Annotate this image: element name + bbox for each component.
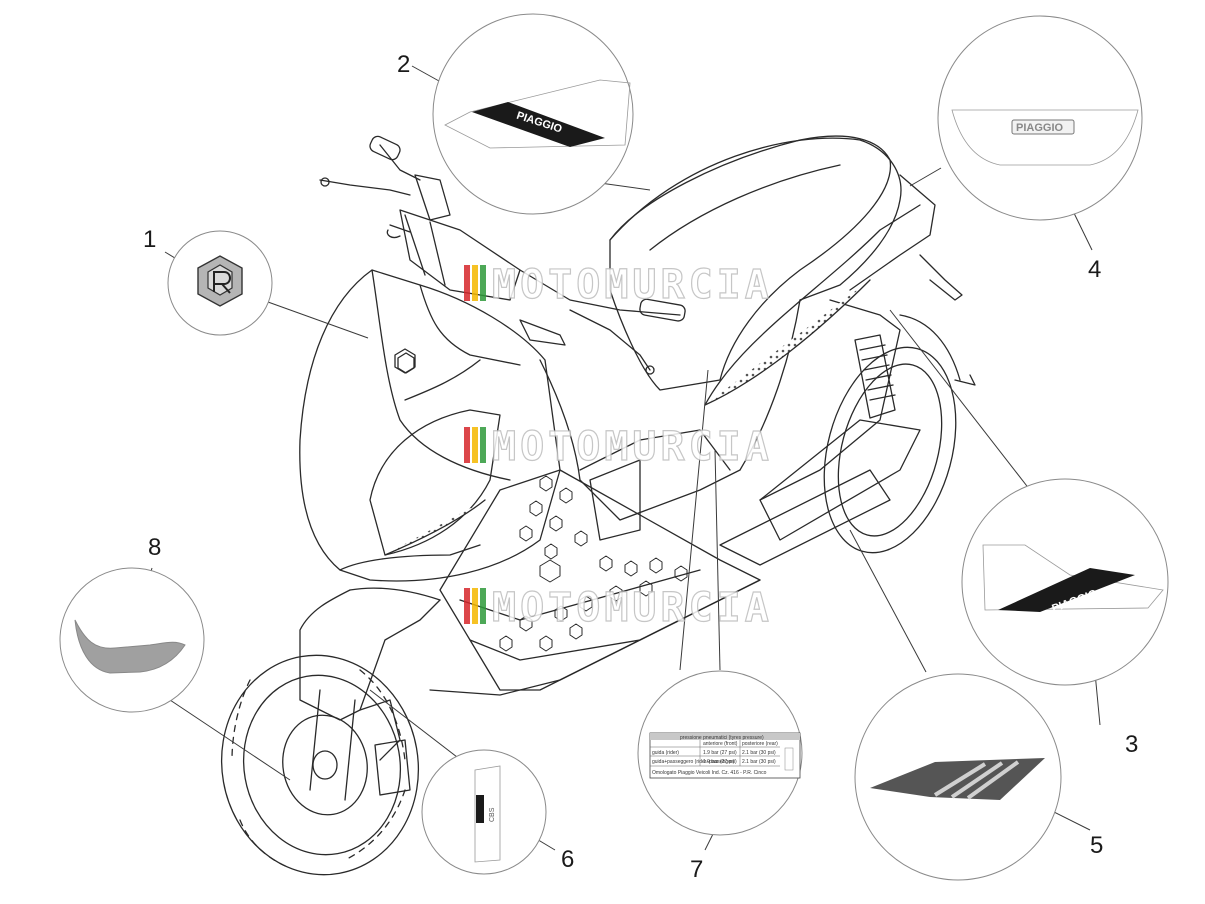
scooter-drawing xyxy=(220,135,976,876)
callout-7: 7 xyxy=(690,856,703,883)
callout-1: 1 xyxy=(143,226,156,253)
front-shield xyxy=(299,269,561,582)
tyre-col-front: anteriore (front) xyxy=(703,741,738,747)
leader-6a xyxy=(369,689,471,768)
detail-circle-3[interactable]: PIAGGIO xyxy=(961,478,1169,686)
detail-circle-2[interactable]: PIAGGIO xyxy=(432,13,634,215)
seat xyxy=(609,135,921,406)
brand-badge xyxy=(1011,119,1075,135)
tyre-label-title: pressione pneumatici (tyres pressure) xyxy=(680,735,764,741)
front-wheel xyxy=(220,654,420,876)
fork-badge-text: CBS xyxy=(489,807,496,822)
fork-badge xyxy=(476,795,484,823)
stripe-decal-dark xyxy=(472,102,605,147)
detail-circle-1[interactable] xyxy=(167,230,273,336)
rear-shock xyxy=(854,334,896,419)
callout-3: 3 xyxy=(1125,731,1138,758)
callout-6: 6 xyxy=(561,846,574,873)
seat-cover-decal xyxy=(74,619,186,674)
watermark-3: MOTOMURCIA xyxy=(464,584,773,632)
callout-4: 4 xyxy=(1088,256,1101,283)
side-stripe-decal xyxy=(998,568,1135,612)
watermark-text-3: MOTOMURCIA xyxy=(492,585,773,631)
watermark-text-2: MOTOMURCIA xyxy=(492,424,773,470)
floorboard xyxy=(429,359,761,696)
callout-8: 8 xyxy=(148,534,161,561)
brand-badge-text: PIAGGIO xyxy=(1016,122,1064,134)
leader-7a xyxy=(679,369,709,671)
detail-circle-4[interactable]: PIAGGIO xyxy=(937,15,1143,221)
tyre-row2-front: 1.9 bar (27 psi) xyxy=(703,759,737,765)
detail-circle-7[interactable]: pressione pneumatici (tyres pressure) an… xyxy=(637,670,803,836)
leader-2b xyxy=(599,182,651,191)
leader-1b xyxy=(267,301,369,339)
shield-emblem xyxy=(397,352,415,374)
detail-circle-6[interactable]: CBS xyxy=(421,749,547,875)
watermark-1: MOTOMURCIA xyxy=(464,261,773,309)
leader-5a xyxy=(849,529,927,673)
tyre-row2-label: guida+passeggero (rider+passenger) xyxy=(652,759,735,765)
watermark-2: MOTOMURCIA xyxy=(464,423,773,471)
leader-4a xyxy=(909,167,942,187)
leader-3a xyxy=(889,309,1031,491)
tyre-row1-label: guida (rider) xyxy=(652,750,679,756)
floor-hex-pads xyxy=(499,475,688,652)
detail-circle-5[interactable] xyxy=(854,673,1062,881)
handlebar-assembly xyxy=(319,135,686,375)
callout-numbers: 1 2 3 4 5 6 7 8 xyxy=(143,51,1138,883)
tyre-label-footer: Omologato Piaggio Veicoli Ind. Cz. 416 -… xyxy=(652,770,767,776)
watermark-text-1: MOTOMURCIA xyxy=(492,262,773,308)
leader-7b xyxy=(714,449,721,671)
rear-body xyxy=(609,137,963,501)
tyre-row1-front: 1.9 bar (27 psi) xyxy=(703,750,737,756)
tyre-row1-rear: 2.1 bar (30 psi) xyxy=(742,750,776,756)
detail-circle-8[interactable] xyxy=(59,567,205,713)
leader-8b xyxy=(169,699,291,781)
tyre-row2-rear: 2.1 bar (30 psi) xyxy=(742,759,776,765)
tyre-col-rear: posteriore (rear) xyxy=(742,741,778,747)
callout-2: 2 xyxy=(397,51,410,78)
rear-wheel xyxy=(719,314,976,566)
callout-5: 5 xyxy=(1090,832,1103,859)
